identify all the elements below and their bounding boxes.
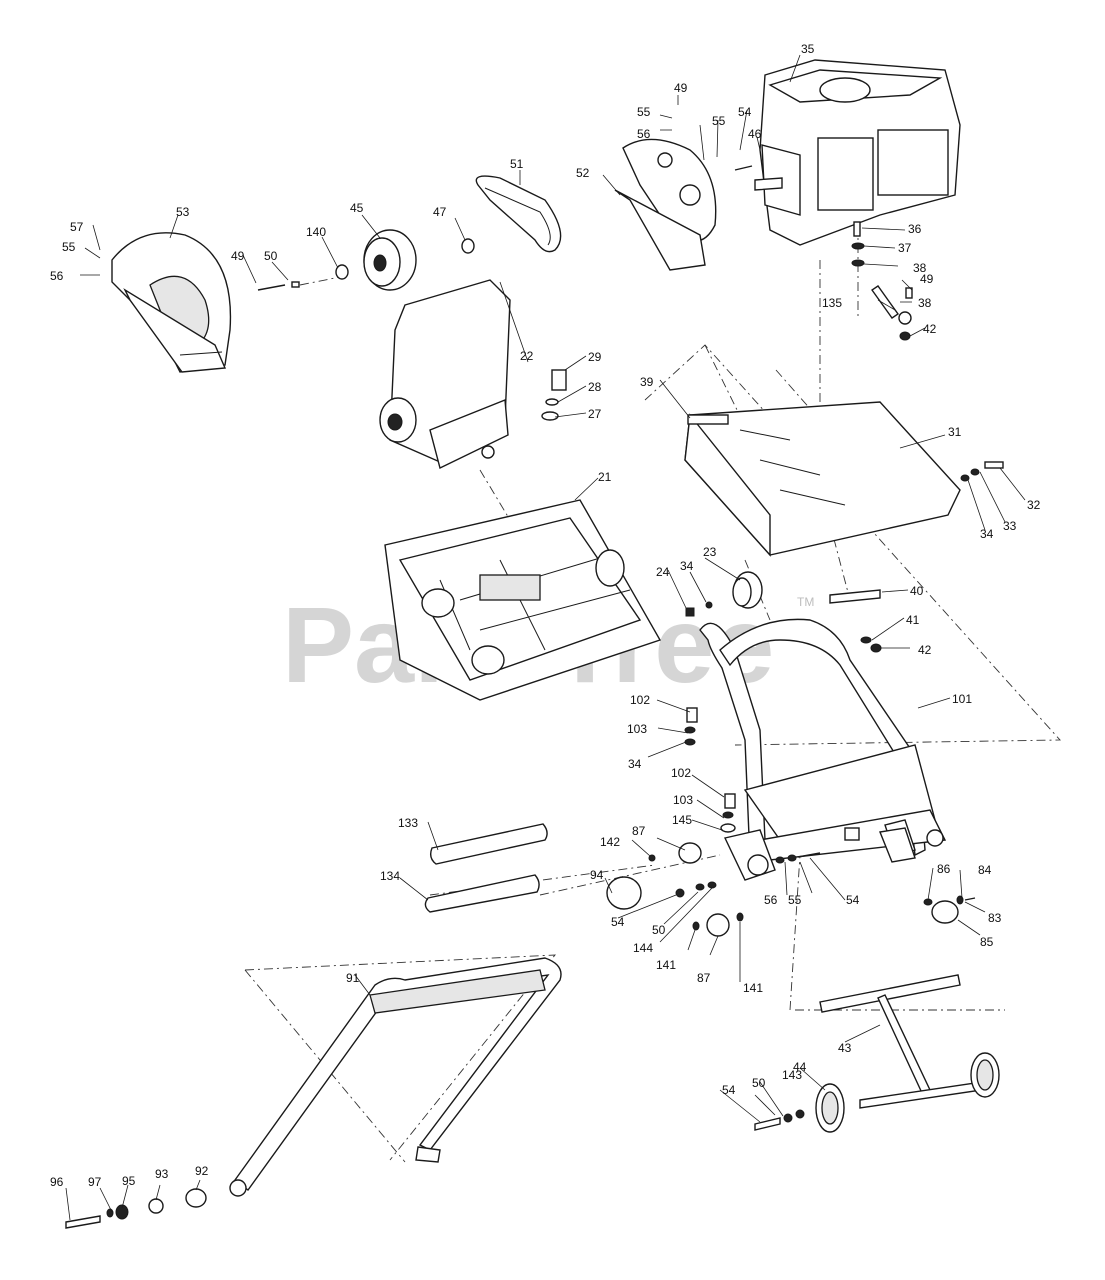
handle — [229, 957, 562, 1197]
callout: 39 — [640, 375, 654, 389]
callout: 55 — [637, 105, 651, 119]
handle-mount-bracket — [606, 829, 821, 937]
callout: 47 — [433, 205, 447, 219]
callout: 103 — [627, 722, 647, 736]
callout: 50 — [264, 249, 278, 263]
callout: 134 — [380, 869, 400, 883]
callout: 41 — [906, 613, 920, 627]
callout: 38 — [913, 261, 927, 275]
callout: 23 — [703, 545, 717, 559]
callout: 22 — [520, 349, 534, 363]
wheel-axle — [754, 974, 1000, 1133]
callout: 55 — [788, 893, 802, 907]
callout: 103 — [673, 793, 693, 807]
callout: 42 — [923, 322, 937, 336]
callout: 83 — [988, 911, 1002, 925]
belt-guard — [111, 232, 232, 373]
callout: 37 — [898, 241, 912, 255]
callout: 24 — [656, 565, 670, 579]
callout: 141 — [656, 958, 676, 972]
callout: 49 — [674, 81, 688, 95]
callout: 49 — [231, 249, 245, 263]
callout: 92 — [195, 1164, 209, 1178]
engine — [734, 59, 961, 246]
callout: 102 — [671, 766, 691, 780]
watermark-trademark: TM — [797, 595, 814, 609]
lock-lever — [879, 827, 976, 924]
drive-belt — [475, 175, 562, 253]
callout: 49 — [920, 272, 934, 286]
callout: 94 — [590, 868, 604, 882]
callout: 141 — [743, 981, 763, 995]
callout: 144 — [633, 941, 653, 955]
frame-hardware — [684, 707, 736, 833]
callout: 53 — [176, 205, 190, 219]
callout: 142 — [600, 835, 620, 849]
callout: 56 — [50, 269, 64, 283]
callout: 51 — [510, 157, 524, 171]
callout: 50 — [752, 1076, 766, 1090]
frame-tube — [699, 618, 947, 861]
callout: 96 — [50, 1175, 64, 1189]
callout: 86 — [937, 862, 951, 876]
callout: 143 — [782, 1068, 802, 1082]
callout: 46 — [748, 127, 762, 141]
callout: 101 — [952, 692, 972, 706]
callout: 32 — [1027, 498, 1041, 512]
callout: 85 — [980, 935, 994, 949]
callout: 28 — [588, 380, 602, 394]
callout: 135 — [822, 296, 842, 310]
callout: 133 — [398, 816, 418, 830]
exciter-unit — [379, 279, 567, 470]
callout: 45 — [350, 201, 364, 215]
callout: 57 — [70, 220, 84, 234]
callout: 87 — [632, 824, 646, 838]
callout: 55 — [62, 240, 76, 254]
callout: 50 — [652, 923, 666, 937]
callout: 44 — [793, 1060, 807, 1074]
callout: 102 — [630, 693, 650, 707]
engine-deck-plate — [684, 401, 1004, 653]
callout: 84 — [978, 863, 992, 877]
callout: 42 — [918, 643, 932, 657]
callout: 27 — [588, 407, 602, 421]
base-plate — [384, 499, 662, 701]
callout: 38 — [918, 296, 932, 310]
callout: 54 — [611, 915, 625, 929]
callout: 87 — [697, 971, 711, 985]
callout: 40 — [910, 584, 924, 598]
callout: 54 — [722, 1083, 736, 1097]
leader-lines — [65, 54, 1026, 1221]
callout: 56 — [764, 893, 778, 907]
callout: 35 — [801, 42, 815, 56]
callout: 55 — [712, 114, 726, 128]
callout: 140 — [306, 225, 326, 239]
shock-mount — [685, 571, 763, 617]
callout: 95 — [122, 1174, 136, 1188]
callout: 21 — [598, 470, 612, 484]
callout: 56 — [637, 127, 651, 141]
callout: 52 — [576, 166, 590, 180]
callout: 54 — [738, 105, 752, 119]
callout: 34 — [680, 559, 694, 573]
callout: 93 — [155, 1167, 169, 1181]
callout: 54 — [846, 893, 860, 907]
callout: 33 — [1003, 519, 1017, 533]
handle-grips — [424, 823, 548, 913]
callout: 97 — [88, 1175, 102, 1189]
callout: 43 — [838, 1041, 852, 1055]
callout: 31 — [948, 425, 962, 439]
callout: 145 — [672, 813, 692, 827]
engine-bracket-plate — [614, 138, 717, 271]
callout: 34 — [980, 527, 994, 541]
callout: 29 — [588, 350, 602, 364]
callout: 34 — [628, 757, 642, 771]
handle-pin-hardware — [65, 1188, 207, 1229]
pulley-group — [257, 229, 475, 291]
callout: 36 — [908, 222, 922, 236]
part-callouts: 35 49 55 56 55 54 46 51 52 53 57 55 56 4… — [50, 42, 1041, 1189]
callout: 91 — [346, 971, 360, 985]
